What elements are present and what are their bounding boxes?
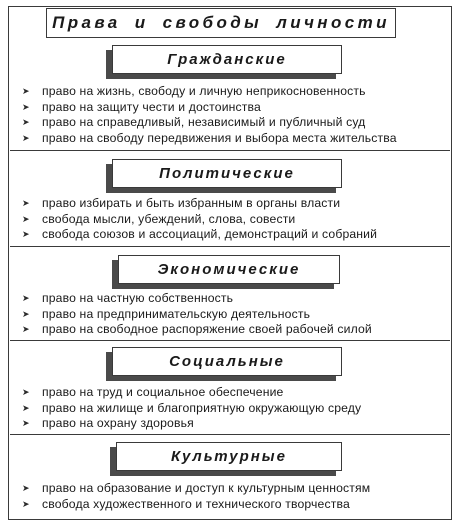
civil-rights-list: ➤право на жизнь, свободу и личную неприк… (22, 84, 445, 146)
social-rights-list: ➤право на труд и социальное обеспечение … (22, 385, 445, 432)
arrow-bullet-icon: ➤ (22, 117, 30, 128)
list-item: ➤право на свободу передвижения и выбора … (22, 130, 397, 145)
arrow-bullet-icon: ➤ (22, 132, 30, 143)
political-rights-list: ➤право избирать и быть избранным в орган… (22, 196, 445, 243)
economic-rights-list: ➤право на частную собственность ➤право н… (22, 291, 445, 338)
category-social: Социальные (112, 347, 342, 376)
section-divider (10, 150, 450, 151)
cultural-rights-list: ➤право на образование и доступ к культур… (22, 481, 445, 512)
arrow-bullet-icon: ➤ (22, 387, 30, 397)
list-item: ➤право на свободное распоряжение своей р… (22, 322, 372, 337)
list-item: ➤право на защиту чести и достоинства (22, 99, 261, 114)
list-item: ➤право на жизнь, свободу и личную неприк… (22, 84, 366, 98)
arrow-bullet-icon: ➤ (22, 86, 30, 96)
arrow-bullet-icon: ➤ (22, 101, 30, 112)
arrow-bullet-icon: ➤ (22, 498, 30, 509)
arrow-bullet-icon: ➤ (22, 324, 30, 335)
list-item: ➤право на охрану здоровья (22, 416, 194, 431)
category-cultural: Культурные (116, 442, 342, 471)
list-item: ➤право на жилище и благоприятную окружаю… (22, 400, 362, 415)
list-item: ➤право избирать и быть избранным в орган… (22, 196, 341, 210)
arrow-bullet-icon: ➤ (22, 198, 30, 208)
arrow-bullet-icon: ➤ (22, 402, 30, 413)
list-item: ➤право на частную собственность (22, 291, 234, 305)
diagram-title: Права и свободы личности (46, 8, 396, 38)
arrow-bullet-icon: ➤ (22, 229, 30, 240)
category-civil: Гражданские (112, 45, 342, 74)
list-item: ➤право на образование и доступ к культур… (22, 481, 371, 495)
section-divider (10, 434, 450, 435)
list-item: ➤право на труд и социальное обеспечение (22, 385, 284, 399)
arrow-bullet-icon: ➤ (22, 483, 30, 493)
arrow-bullet-icon: ➤ (22, 293, 30, 303)
category-economic: Экономические (118, 255, 340, 284)
list-item: ➤свобода мысли, убеждений, слова, совест… (22, 211, 296, 226)
section-divider (10, 340, 450, 341)
list-item: ➤свобода художественного и технического … (22, 496, 350, 511)
list-item: ➤свобода союзов и ассоциаций, демонстрац… (22, 227, 378, 242)
category-political: Политические (112, 159, 342, 188)
arrow-bullet-icon: ➤ (22, 418, 30, 429)
list-item: ➤право на справедливый, независимый и пу… (22, 115, 366, 130)
arrow-bullet-icon: ➤ (22, 213, 30, 224)
arrow-bullet-icon: ➤ (22, 308, 30, 319)
section-divider (10, 246, 450, 247)
list-item: ➤право на предпринимательскую деятельнос… (22, 306, 311, 321)
